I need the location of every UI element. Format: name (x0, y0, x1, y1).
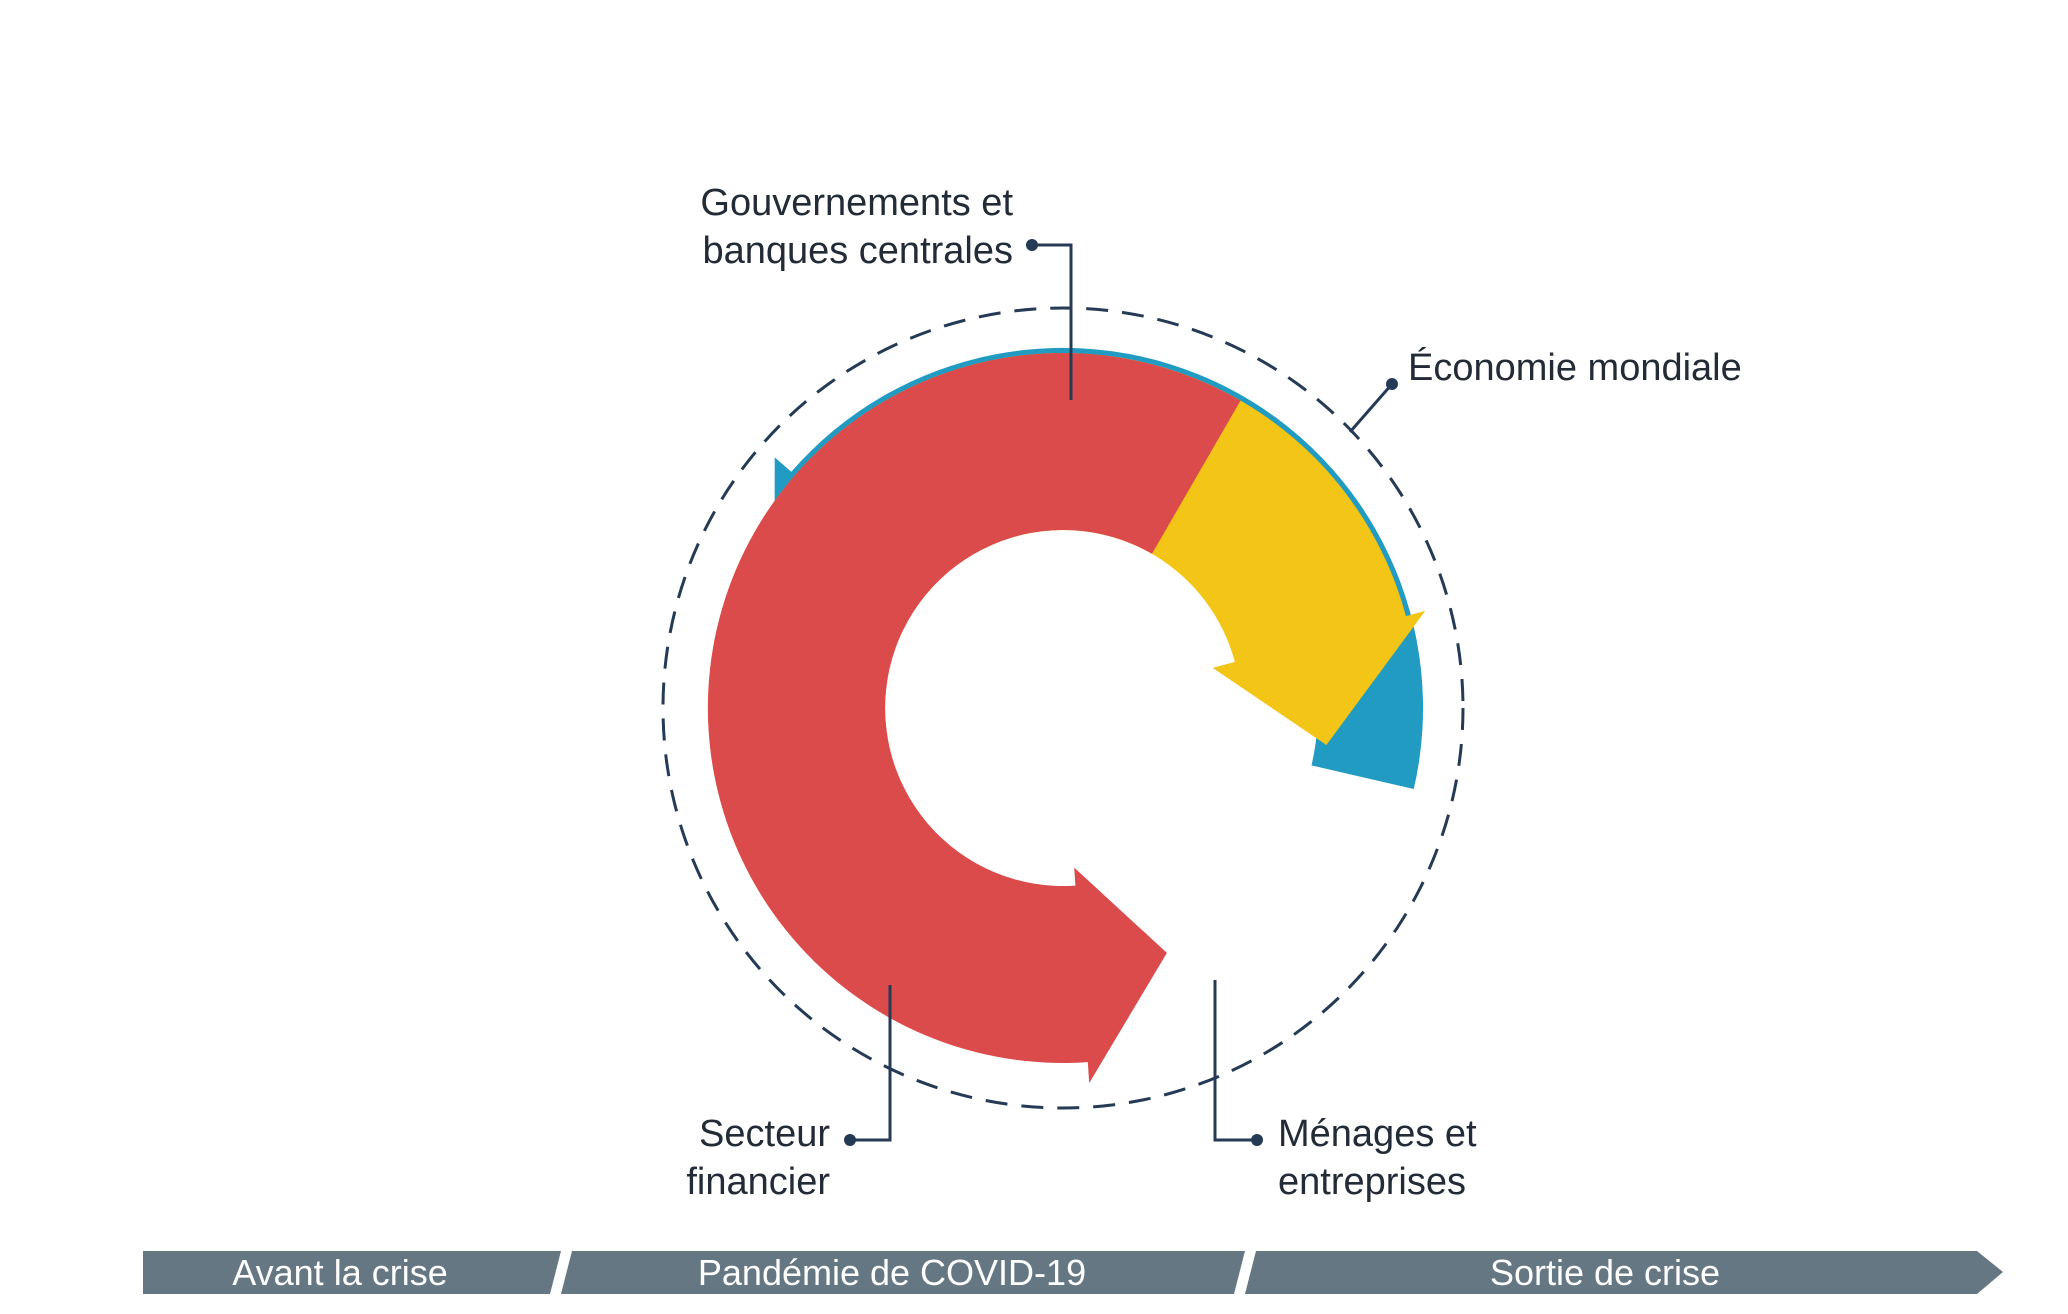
financial-arrow (707, 352, 1241, 1084)
world-economy-label: Économie mondiale (1408, 346, 1742, 389)
world-economy-ring (661, 306, 1465, 1110)
financial-dot (844, 1134, 856, 1146)
governments-dot (1026, 239, 1038, 251)
timeline-label-before: Avant la crise (232, 1252, 447, 1293)
households-label-line1: Ménages et (1278, 1113, 1477, 1155)
world-economy-connector (1348, 383, 1394, 433)
callout-connectors (852, 243, 1394, 1142)
world-economy-dot (1386, 378, 1398, 390)
households-connector (1213, 980, 1255, 1142)
callout-dots (844, 239, 1398, 1146)
financial-label-line1: Secteur (699, 1113, 830, 1155)
timeline-segment-pandemic (561, 1251, 1245, 1294)
timeline-bar (143, 1251, 2003, 1294)
governments-label-line2: banques centrales (702, 230, 1013, 272)
timeline-segment-exit (1245, 1251, 2003, 1294)
financial-connector (852, 985, 892, 1142)
households-label-line2: entreprises (1278, 1161, 1466, 1203)
households-dot (1251, 1134, 1263, 1146)
timeline-label-pandemic: Pandémie de COVID-19 (698, 1252, 1086, 1293)
governments-label-line1: Gouvernements et (700, 182, 1013, 224)
financial-label-line2: financier (686, 1161, 830, 1203)
timeline-segment-before (143, 1251, 561, 1294)
timeline-label-exit: Sortie de crise (1490, 1252, 1720, 1293)
governments-connector (1035, 243, 1073, 400)
